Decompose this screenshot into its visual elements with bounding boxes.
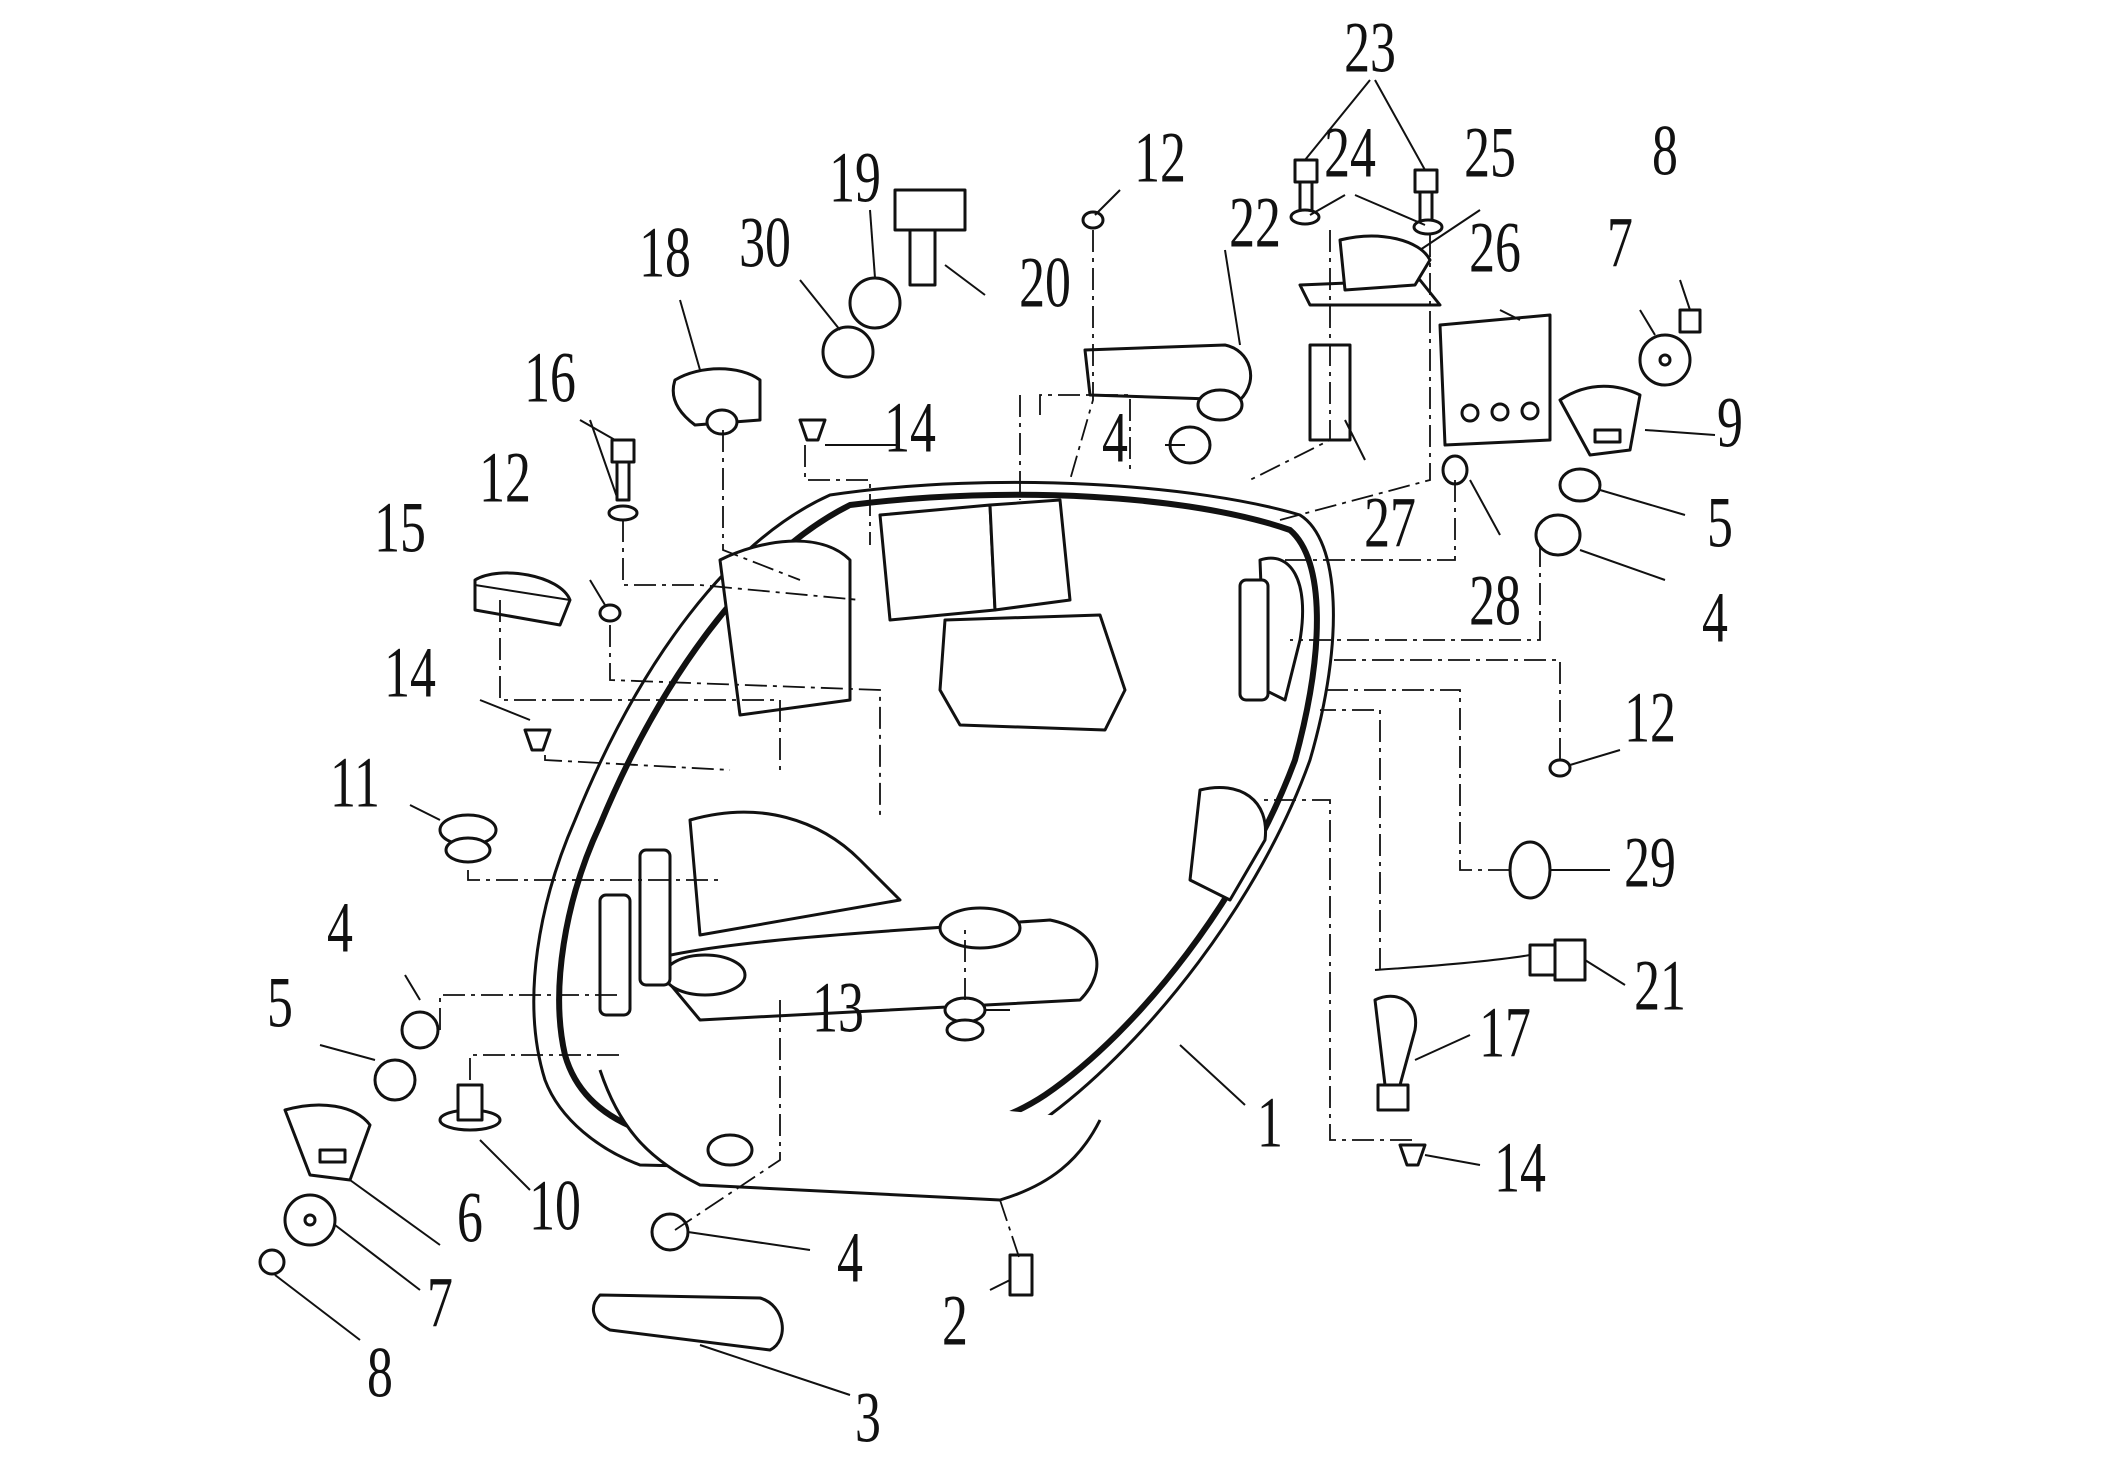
part-grommet-13 (943, 996, 987, 1042)
callout-12: 12 (479, 437, 531, 517)
part-bushing-4b (1534, 513, 1582, 557)
part-bolt-16 (607, 438, 639, 522)
callout-4: 4 (327, 887, 353, 967)
part-handle-3 (591, 1293, 784, 1352)
callout-30: 30 (739, 202, 791, 282)
callout-7: 7 (1607, 202, 1633, 282)
callout-5: 5 (1707, 482, 1733, 562)
callout-18: 18 (639, 212, 691, 292)
part-connector-19 (848, 276, 902, 330)
assembly-lines (439, 230, 1561, 1261)
part-screw-8b (258, 1248, 286, 1276)
part-socket-30 (821, 325, 875, 379)
part-plate-26 (1438, 313, 1552, 447)
housing-shell (532, 480, 1335, 1202)
callout-26: 26 (1469, 207, 1521, 287)
part-screw-8a (1678, 308, 1702, 334)
leader-lines (274, 79, 1716, 1396)
part-rivet-14a (798, 418, 827, 442)
callout-labels: 23 24 25 12 19 30 18 20 22 26 7 8 16 14 … (267, 7, 1743, 1457)
callout-4: 4 (1102, 397, 1128, 477)
callout-8: 8 (367, 1332, 393, 1412)
callout-13: 13 (812, 967, 864, 1047)
part-ring-5a (1558, 467, 1602, 503)
part-clip-17 (1373, 994, 1418, 1112)
callout-17: 17 (1479, 992, 1531, 1072)
part-rivet-14b (523, 728, 552, 752)
callout-20: 20 (1019, 242, 1071, 322)
callout-10: 10 (529, 1165, 581, 1245)
callout-25: 25 (1464, 112, 1516, 192)
callout-6: 6 (457, 1177, 483, 1257)
callout-14: 14 (1494, 1127, 1546, 1207)
callout-28: 28 (1469, 560, 1521, 640)
part-washer-7a (1638, 333, 1692, 387)
part-switch-18 (671, 367, 762, 436)
callout-23: 23 (1344, 7, 1396, 87)
callout-14: 14 (884, 387, 936, 467)
part-spacer-10 (438, 1083, 502, 1132)
part-ring-5b (373, 1058, 417, 1102)
callout-5: 5 (267, 962, 293, 1042)
callout-14: 14 (384, 632, 436, 712)
part-handle-22 (1083, 343, 1253, 422)
callout-11: 11 (330, 742, 380, 822)
callout-1: 1 (1257, 1082, 1283, 1162)
callout-7: 7 (427, 1262, 453, 1342)
part-bolts-23 (1293, 158, 1439, 224)
callout-9: 9 (1717, 382, 1743, 462)
part-sensor-21 (1374, 938, 1587, 982)
part-rivet-12a (1081, 210, 1105, 230)
callout-12: 12 (1624, 677, 1676, 757)
callout-15: 15 (374, 487, 426, 567)
part-rivet-12b (598, 603, 622, 623)
callout-22: 22 (1229, 182, 1281, 262)
part-pad-15 (473, 571, 572, 627)
part-grommet-11 (438, 813, 498, 864)
callout-12: 12 (1134, 117, 1186, 197)
part-bushing-4c (400, 1010, 440, 1050)
part-pin-28 (1441, 454, 1469, 486)
part-bracket-25 (1298, 234, 1442, 307)
callout-29: 29 (1624, 822, 1676, 902)
callout-21: 21 (1634, 945, 1686, 1025)
part-bushing-4d (650, 1212, 690, 1252)
part-latch-9 (1558, 384, 1642, 457)
callout-27: 27 (1364, 482, 1416, 562)
part-plug-20 (893, 188, 967, 287)
part-screw-2 (1008, 1253, 1034, 1297)
part-rivet-12c (1548, 758, 1572, 778)
callout-4: 4 (1702, 577, 1728, 657)
callout-19: 19 (829, 137, 881, 217)
part-latch-6 (283, 1103, 372, 1182)
part-plug-29 (1508, 840, 1552, 900)
part-washer-7b (283, 1193, 337, 1247)
callout-3: 3 (855, 1377, 881, 1457)
callout-24: 24 (1324, 112, 1376, 192)
callout-2: 2 (942, 1280, 968, 1360)
callout-16: 16 (524, 337, 576, 417)
callout-8: 8 (1652, 110, 1678, 190)
part-rivet-14c (1398, 1143, 1427, 1167)
callout-4: 4 (837, 1217, 863, 1297)
